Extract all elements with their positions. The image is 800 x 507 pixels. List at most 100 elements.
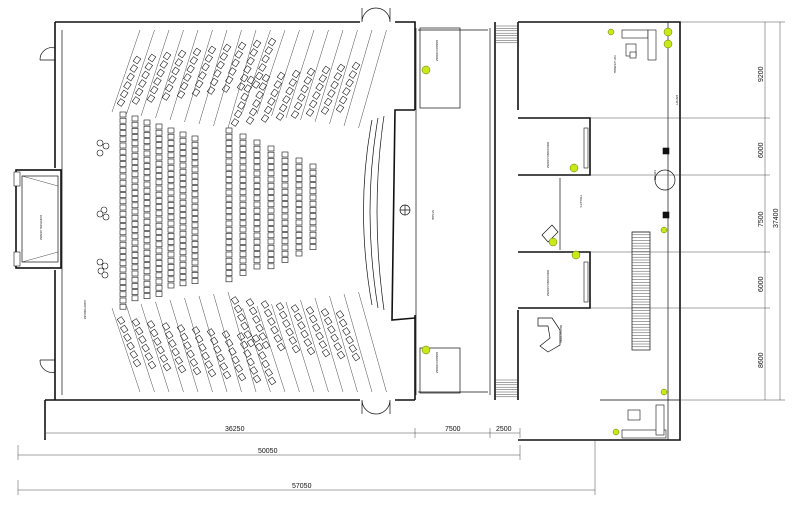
seat — [309, 163, 317, 170]
seat — [167, 189, 175, 196]
seat — [253, 195, 261, 202]
seat — [261, 340, 271, 350]
seat — [155, 129, 163, 136]
seat — [267, 376, 277, 386]
seat — [192, 47, 202, 57]
seat — [143, 249, 151, 256]
seat — [281, 250, 289, 257]
seat — [305, 108, 315, 117]
seat — [281, 195, 289, 201]
seat — [131, 190, 139, 196]
seat — [119, 285, 127, 291]
seat — [333, 342, 342, 351]
seat — [264, 105, 273, 115]
seat — [309, 207, 317, 213]
seat — [324, 316, 333, 326]
seat — [336, 63, 346, 73]
seat — [155, 222, 163, 229]
seating-block-lower — [116, 296, 361, 386]
svg-text:STAGE: STAGE — [431, 210, 435, 220]
seat — [309, 200, 317, 207]
seat — [143, 237, 151, 244]
seat — [281, 257, 289, 263]
seat — [245, 116, 255, 125]
seat — [230, 118, 240, 127]
seat — [183, 341, 192, 350]
seat — [191, 259, 199, 266]
seat — [179, 137, 187, 144]
seat — [330, 80, 339, 90]
seat — [155, 179, 163, 186]
seat — [281, 207, 289, 214]
seat — [162, 51, 172, 61]
seat — [131, 214, 139, 221]
seat — [141, 343, 150, 353]
svg-text:TOILETS: TOILETS — [579, 195, 583, 207]
seat — [249, 306, 258, 316]
seat — [206, 328, 216, 337]
seat — [147, 53, 157, 63]
right-wing-labels: VIP LOUNGE DRESSING ROOM DRESSING ROOM T… — [546, 55, 679, 343]
seat — [167, 214, 175, 221]
seat — [216, 353, 225, 363]
seat — [155, 191, 163, 198]
seat — [123, 81, 132, 90]
seat — [240, 340, 249, 350]
seat — [120, 89, 129, 99]
seat — [225, 220, 233, 227]
seat — [288, 78, 297, 87]
dim-overall-total: 57050 — [292, 483, 312, 490]
seat — [119, 192, 127, 198]
seat — [201, 351, 210, 361]
seat — [320, 308, 330, 317]
seat — [309, 225, 317, 232]
seat — [131, 202, 139, 209]
seat — [155, 173, 163, 179]
seat — [131, 152, 139, 159]
seat — [167, 220, 175, 227]
seat — [281, 164, 289, 170]
seat — [155, 253, 163, 260]
seat — [240, 92, 249, 102]
seat — [171, 66, 180, 76]
seat — [179, 144, 187, 150]
seat — [126, 341, 135, 351]
seat — [123, 333, 132, 342]
seat — [129, 64, 138, 73]
seat — [253, 176, 261, 183]
seat — [155, 229, 163, 235]
seat — [207, 368, 217, 378]
seat — [234, 304, 243, 314]
entrance-doors — [39, 7, 391, 415]
seat — [191, 148, 199, 154]
seat — [255, 71, 264, 81]
seat — [179, 237, 187, 243]
seat — [204, 54, 213, 63]
seat — [234, 109, 243, 119]
seat — [264, 46, 273, 55]
seat — [267, 232, 275, 239]
seat — [119, 260, 127, 267]
seat — [191, 197, 199, 204]
seat — [167, 152, 175, 159]
seat — [225, 270, 233, 276]
seat — [131, 146, 139, 153]
seating-block-right — [230, 61, 361, 127]
seat — [267, 238, 275, 245]
seat — [246, 56, 255, 66]
seat — [253, 170, 261, 177]
side-aisle-fixtures: AUDITORIUM — [61, 30, 110, 395]
control-room: CONTROL ROOM — [13, 169, 62, 269]
seat — [281, 201, 289, 207]
seat — [237, 313, 246, 322]
dim-backstage-passage: 2500 — [496, 426, 512, 433]
right-wing-walls — [518, 21, 681, 441]
seat — [161, 92, 171, 101]
seat — [294, 312, 303, 322]
seat — [179, 212, 187, 218]
seat — [237, 101, 246, 110]
seat — [191, 135, 199, 142]
seat — [143, 293, 151, 299]
seat — [221, 84, 231, 93]
seat — [119, 303, 127, 310]
